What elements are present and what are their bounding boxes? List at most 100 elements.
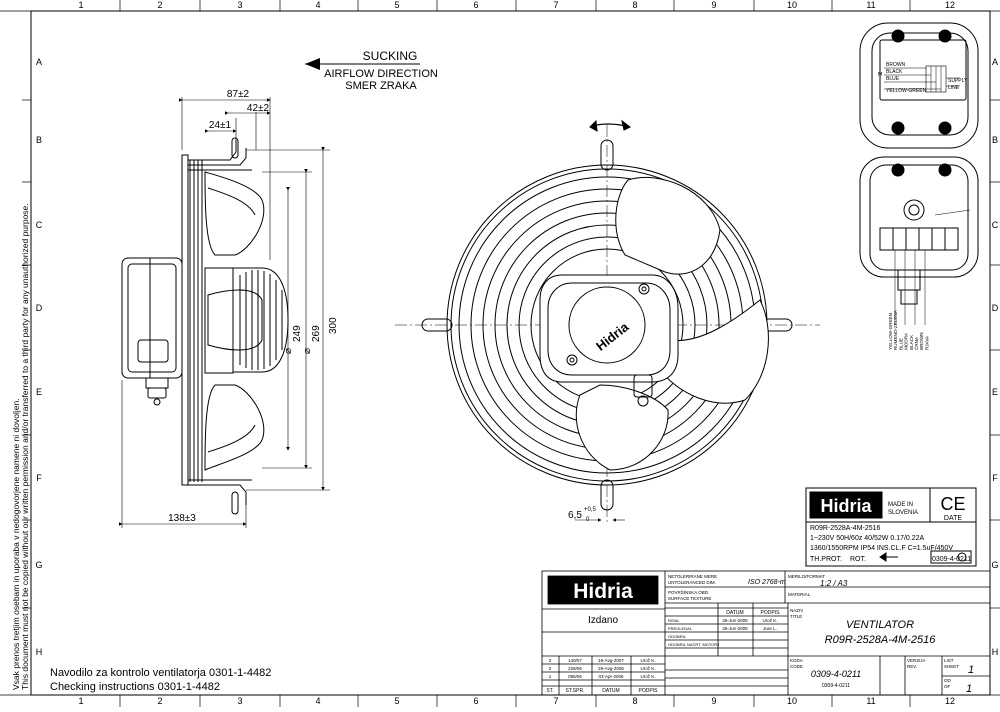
svg-text:TITLE: TITLE	[790, 614, 802, 619]
grid-col-label-top: 6	[473, 0, 478, 10]
grid-row-label-left: F	[36, 473, 42, 483]
svg-text:OD: OD	[944, 678, 952, 683]
wire-vertical-label: RUMENO-ZELENA	[893, 309, 898, 350]
revision-cell: Urož K.	[640, 658, 655, 663]
airflow-arrow	[305, 58, 420, 70]
svg-text:PODPIS: PODPIS	[761, 610, 781, 616]
wire-vertical-label: BLUE	[898, 338, 903, 350]
instructions-line2: Checking instructions 0301-1-4482	[50, 681, 220, 693]
wire-blue-label: BLUE	[886, 76, 900, 82]
supply-label: SUPPLY	[948, 78, 968, 84]
dim-269: 269	[311, 325, 322, 342]
made-in-label: MADE IN	[888, 502, 913, 508]
wire-vertical-label: BLACK	[909, 334, 914, 350]
dim-6-5: 6,5	[568, 510, 582, 521]
grid-col-label-top: 8	[632, 0, 637, 10]
drawing-code: 0309-4-0211	[811, 669, 861, 679]
grid-col-label-bottom: 2	[157, 696, 162, 706]
grid-row-label-right: F	[992, 473, 998, 483]
grid-row-label-left: A	[36, 57, 42, 67]
nameplate-rot: ROT.	[850, 556, 866, 563]
approval-role: PREGLEDAL	[668, 626, 693, 631]
nameplate-spec2: 1360/1550RPM IP54 INS.CL.F C=1.5uF/450V	[810, 545, 953, 552]
motor-m-label: M	[878, 72, 882, 78]
svg-text:NETOLERIRANE MERE: NETOLERIRANE MERE	[668, 574, 717, 579]
dim-138: 138±3	[168, 513, 196, 524]
revision-cell: 16-Avg-2007	[598, 658, 624, 663]
grid-col-label-top: 5	[394, 0, 399, 10]
grid-row-label-left: E	[36, 387, 42, 397]
grid-row-label-right: D	[992, 303, 999, 313]
svg-text:PODPIS: PODPIS	[639, 688, 659, 694]
nameplate-thprot: TH.PROT.	[810, 556, 842, 563]
revision-cell: 2	[549, 666, 552, 671]
smer-zraka-label: SMER ZRAKA	[345, 80, 417, 92]
approval-sign: Urož K.	[762, 618, 777, 623]
grid-row-label-right: B	[992, 135, 998, 145]
grid-row-label-right: G	[991, 560, 998, 570]
grid-row-label-right: H	[992, 647, 999, 657]
diameter-symbol-249: ⌀	[283, 348, 294, 354]
line-label: LINE	[948, 85, 960, 91]
airflow-direction-label: AIRFLOW DIRECTION	[324, 68, 438, 80]
wire-yg-label: YELLOW-GREEN	[886, 88, 927, 94]
grid-col-label-top: 3	[237, 0, 242, 10]
iso-tolerance: ISO 2768-m	[748, 579, 786, 586]
grid-row-label-left: G	[35, 560, 42, 570]
approval-role: ODOBRIL	[668, 634, 687, 639]
wire-vertical-label: RJAVA	[924, 335, 929, 350]
sheet-number: 1	[968, 664, 974, 676]
dim-6-5-tol0: 0	[586, 517, 590, 523]
nameplate-model: R09R-2528A-4M-2516	[810, 525, 881, 532]
dim-249: 249	[292, 325, 303, 342]
svg-text:SHEET: SHEET	[944, 664, 959, 669]
svg-text:ST.SPR.: ST.SPR.	[566, 688, 585, 694]
dim-42: 42±2	[247, 103, 270, 114]
front-view	[395, 119, 820, 525]
nameplate	[805, 487, 977, 567]
svg-text:REV.: REV.	[907, 664, 917, 669]
instructions-line1: Navodilo za kontrolo ventilatorja 0301-1…	[50, 667, 271, 679]
dim-300: 300	[328, 317, 339, 334]
grid-col-label-bottom: 1	[78, 696, 83, 706]
svg-text:KODA: KODA	[790, 658, 803, 663]
ce-mark: CE	[940, 494, 965, 514]
grid-ticks	[22, 0, 1000, 707]
dim-6-5-tol: +0,5	[584, 507, 597, 513]
revision-cell: 03-Apr-2006	[598, 674, 624, 679]
grid-row-label-left: H	[36, 647, 43, 657]
terminal-box-top	[859, 22, 979, 149]
wire-vertical-label: BROWN	[919, 332, 924, 350]
svg-text:ST.: ST.	[546, 688, 553, 694]
grid-row-label-left: D	[36, 303, 43, 313]
wire-vertical-label: MODRA	[904, 332, 909, 350]
grid-col-label-bottom: 8	[632, 696, 637, 706]
wire-vertical-label: YELLOW-GREEN	[888, 313, 893, 350]
scale-format: 1:2 / A3	[820, 579, 848, 588]
drawing-title-2: R09R-2528A-4M-2516	[825, 634, 937, 646]
wire-black-label: BLACK	[886, 69, 903, 75]
revision-cell: 140/07	[568, 658, 582, 663]
wire-brown-label: BROWN	[886, 62, 906, 68]
grid-col-label-bottom: 4	[315, 696, 320, 706]
grid-row-label-left: C	[36, 220, 43, 230]
approval-role: RISAL	[668, 618, 680, 623]
nameplate-brand: Hidria	[820, 496, 872, 516]
grid-col-label-top: 1	[78, 0, 83, 10]
svg-text:OF: OF	[944, 684, 951, 689]
diameter-symbol-269: ⌀	[302, 348, 313, 354]
revision-cell: 228/06	[568, 666, 582, 671]
grid-col-label-bottom: 5	[394, 696, 399, 706]
grid-row-label-right: A	[992, 57, 998, 67]
izdano-label: Izdano	[588, 615, 618, 626]
revision-cell: 1	[549, 674, 552, 679]
side-view	[121, 137, 289, 515]
approval-role: ODOBRIL NAČRT. MOTORJ	[668, 642, 719, 647]
grid-col-label-bottom: 6	[473, 696, 478, 706]
ce-date-label: DATE	[944, 515, 962, 522]
side-view-dimensions	[119, 97, 330, 528]
